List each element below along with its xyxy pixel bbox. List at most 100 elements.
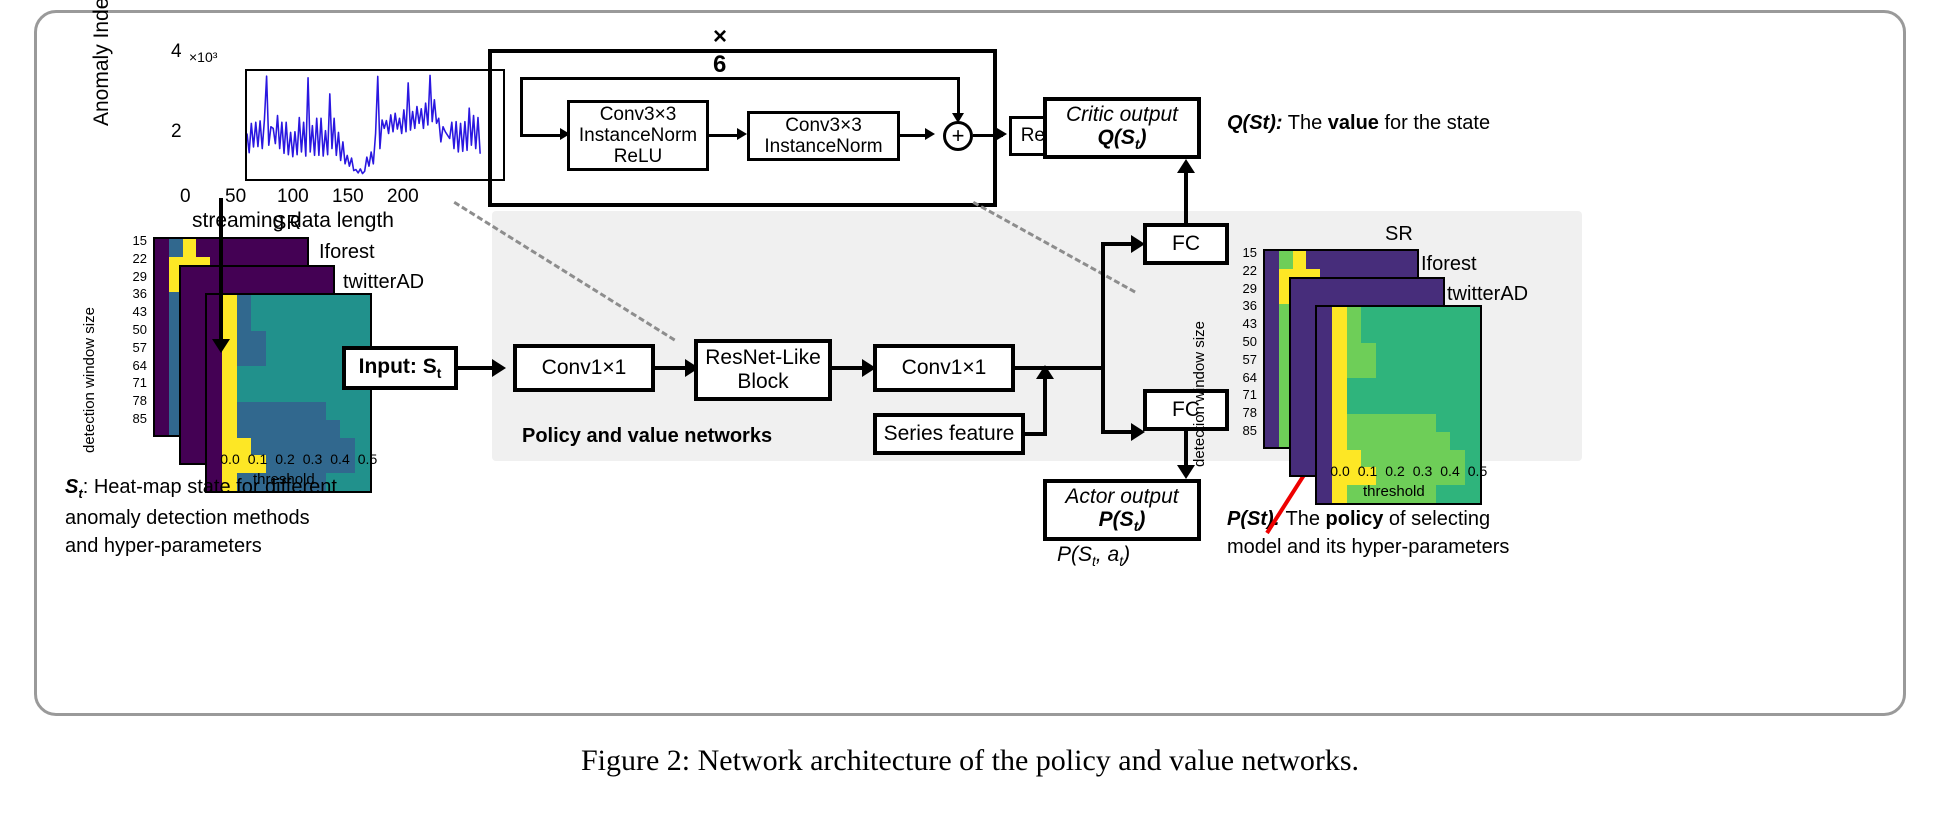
chart-ytick-2: 2 [171,121,182,142]
right-heatmap-xaxis-title: threshold [1363,483,1425,500]
heatmap-ytick: 71 [1242,387,1257,403]
chart-to-input-arrowhead [212,339,230,353]
state-note-line3: and hyper-parameters [65,535,262,558]
resnet-to-conv2-arrowhead [862,359,876,377]
critic-note: Q(St): The value for the state [1227,109,1787,137]
input-label: Input: St [358,354,442,381]
right-heatmap-twitterad [1315,305,1482,505]
left-heatmap-yaxis-title: detection window size [81,307,98,453]
chart-y-exponent: ×10³ [189,49,218,65]
right-heatmap-group: detection window size SR Iforest twitter… [1185,211,1528,511]
heatmap-ytick: 29 [132,268,147,284]
bus-to-fc-top-arrowhead [1131,235,1145,253]
heatmap-xtick: 0.5 [357,451,378,467]
heatmap-ytick: 50 [132,322,147,337]
heatmap-xtick: 0.3 [302,451,323,467]
chart-ylabel: Anomaly Index [90,0,113,126]
input-to-conv1-line [458,366,498,370]
right-heatmap-title-iforest: Iforest [1421,253,1477,275]
resnet-to-conv2-line [832,366,870,370]
right-heatmap-yaxis-title: detection window size [1191,321,1208,467]
heatmap-ytick: 50 [1242,334,1257,349]
block1-to-block2-arrowhead [737,128,747,140]
bus-to-fc-top-line [1101,242,1139,246]
heatmap-ytick: 43 [1242,316,1257,332]
critic-note-bold: value [1327,112,1379,134]
heatmap-xtick: 0.4 [1440,463,1460,479]
conv3x3-instancenorm-block: Conv3×3 InstanceNorm [747,111,900,161]
conv2-label: Conv1×1 [901,356,987,380]
right-heatmap-title-sr: SR [1385,223,1413,245]
fc-bottom-box: FC [1143,389,1229,431]
heatmap-ytick: 15 [132,233,147,248]
heatmap-ytick: 43 [132,304,147,320]
state-note: St: Heat-map state for different anomaly… [65,473,405,561]
left-heatmap-title-iforest: Iforest [319,241,375,263]
heatmap-ytick: 71 [132,375,147,391]
heatmap-xtick: 0.2 [275,451,295,467]
series-merge-v [1043,379,1047,434]
fc-top-box: FC [1143,223,1229,265]
series-merge-h [1025,432,1047,436]
heatmap-xtick: 0.2 [1385,463,1405,479]
add-symbol: + [951,123,965,148]
conv1x1-second-box: Conv1×1 [873,344,1015,392]
skip-connection-arrowhead [952,113,964,123]
heatmap-ytick: 36 [1242,298,1257,314]
add-icon: + [943,121,973,151]
heatmap-ytick: 57 [132,339,147,355]
resnet-repeat-label: × 6 [713,23,728,78]
heatmap-ytick: 22 [1242,262,1257,278]
chart-xlabel: streaming data length [192,209,394,232]
critic-line2: Q(St) [1097,126,1147,153]
fc-top-to-critic-arrowhead [1177,159,1195,173]
series-feature-label: Series feature [883,422,1015,446]
state-note-line1: : Heat-map state for different [82,476,337,498]
heatmap-xtick: 0.4 [330,451,350,467]
skip-connection-left [520,77,523,135]
resnet-line1: ResNet-Like [705,346,821,370]
block2-to-add-line [900,134,930,137]
heatmap-ytick: 15 [1242,245,1257,260]
fc-top-label: FC [1172,232,1200,256]
left-heatmap-title-sr: SR [273,212,301,234]
state-note-symbol: St [65,476,83,501]
figure-caption: Figure 2: Network architecture of the po… [580,744,1360,777]
chart-plot-area [245,69,505,181]
heatmap-xtick: 0.3 [1412,463,1433,479]
critic-output-box: Critic output Q(St) [1043,97,1201,159]
actor-note-post: of selecting [1383,508,1491,530]
block1-to-block2-line [709,134,741,137]
actor-output-sublabel: P(St, at) [1057,543,1131,570]
block1-line3: ReLU [613,146,663,168]
heatmap-ytick: 85 [1242,423,1257,438]
block1-line1: Conv3×3 [599,103,677,125]
conv2-out-line [1015,366,1105,370]
block1-line2: InstanceNorm [578,124,698,146]
resnet-input-arrowhead [560,128,570,140]
resnet-like-block-box: ResNet-Like Block [694,339,832,401]
critic-line1: Critic output [1065,102,1179,126]
heatmap-ytick: 78 [1242,405,1257,421]
series-feature-box: Series feature [873,413,1025,455]
fc-bottom-label: FC [1172,398,1200,422]
chart-ytick-4: 4 [171,41,182,62]
actor-note-line2: model and its hyper-parameters [1227,536,1510,559]
heatmap-ytick: 64 [1242,369,1257,385]
skip-connection-top [520,77,960,80]
add-to-relu-arrowhead [997,128,1007,140]
chart-xtick-0: 0 [180,186,191,207]
heatmap-ytick: 29 [1242,280,1257,296]
fc-top-to-critic-line [1184,171,1188,225]
chart-xtick-150: 150 [332,186,364,207]
left-heatmap-title-twitterad: twitterAD [343,271,425,293]
chart-xtick-50: 50 [225,186,247,207]
add-to-relu-line [973,134,1003,137]
skip-connection-right [957,77,960,119]
actor-note-pre: The [1280,508,1326,530]
heatmap-ytick: 22 [132,250,147,266]
heatmap-ytick: 85 [132,411,147,426]
critic-note-post: for the state [1378,112,1491,134]
block2-line2: InstanceNorm [764,136,883,157]
state-note-line2: anomaly detection methods [65,506,310,529]
